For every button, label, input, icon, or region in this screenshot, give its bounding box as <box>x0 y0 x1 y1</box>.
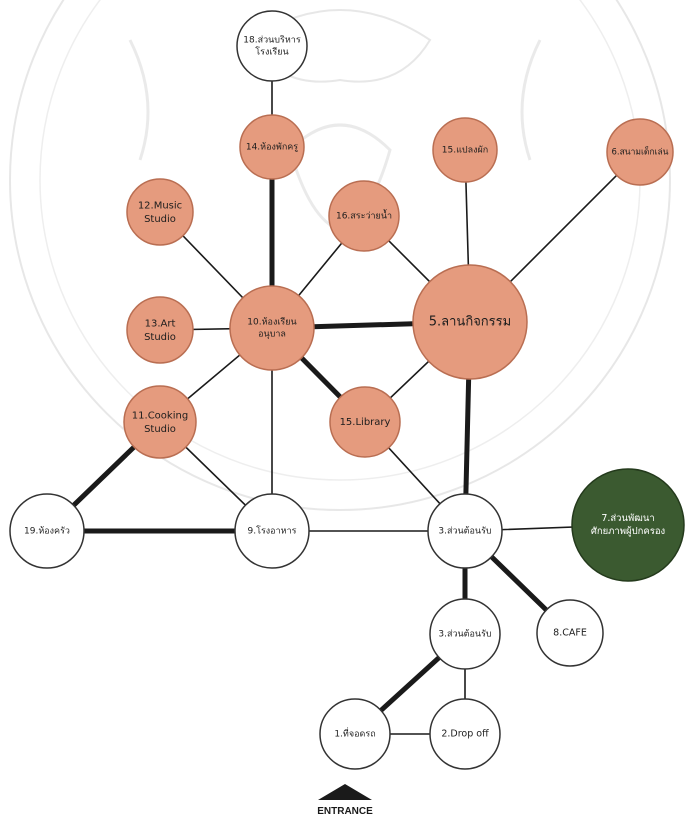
node-n9: 9.โรงอาหาร <box>234 493 310 569</box>
node-circle-n12 <box>126 178 194 246</box>
node-circle-n3a <box>427 493 503 569</box>
node-n15a: 15.แปลงผัก <box>432 117 498 183</box>
node-circle-n13 <box>126 296 194 364</box>
node-circle-n9 <box>234 493 310 569</box>
node-n5: 5.ลานกิจกรรม <box>412 264 528 380</box>
entrance-arrow-icon <box>318 784 372 800</box>
node-label-n2-0: 2.Drop off <box>441 729 489 740</box>
node-circle-n19 <box>9 493 85 569</box>
node-n2: 2.Drop off <box>429 698 501 770</box>
node-label-n7-0: 7.ส่วนพัฒนา <box>601 513 654 524</box>
node-label-n14-0: 14.ห้องพักครู <box>246 142 298 153</box>
node-label-n11-0: 11.Cooking <box>132 410 188 421</box>
node-circle-n14 <box>239 114 305 180</box>
node-label-n11-1: Studio <box>144 424 176 435</box>
node-label-n3b-0: 3.ส่วนต้อนรับ <box>438 629 492 640</box>
node-label-n16s-0: 16.สระว่ายน้ำ <box>336 209 392 222</box>
node-label-n12-1: Studio <box>144 214 176 225</box>
node-label-n8-0: 8.CAFE <box>553 628 587 639</box>
node-circle-n7 <box>571 468 685 582</box>
node-n1: 1.ที่จอดรถ <box>319 698 391 770</box>
node-label-n19-0: 19.ห้องครัว <box>24 526 70 537</box>
node-label-n15l-0: 15.Library <box>340 417 391 428</box>
node-circle-n5 <box>412 264 528 380</box>
node-label-n1-0: 1.ที่จอดรถ <box>334 727 375 740</box>
node-circle-n18 <box>236 10 308 82</box>
node-label-n12-0: 12.Music <box>138 200 182 211</box>
node-n19: 19.ห้องครัว <box>9 493 85 569</box>
entrance-label: ENTRANCE <box>317 806 373 817</box>
node-label-n3a-0: 3.ส่วนต้อนรับ <box>438 526 492 537</box>
node-n3b: 3.ส่วนต้อนรับ <box>429 598 501 670</box>
node-label-n18-0: 18.ส่วนบริหาร <box>243 34 301 45</box>
node-n14: 14.ห้องพักครู <box>239 114 305 180</box>
node-label-n18-1: โรงเรียน <box>255 47 288 58</box>
node-circle-n11 <box>123 385 197 459</box>
node-n8: 8.CAFE <box>536 599 604 667</box>
node-label-n13-1: Studio <box>144 332 176 343</box>
entrance-marker: ENTRANCE <box>317 784 373 817</box>
node-label-n5-0: 5.ลานกิจกรรม <box>429 315 511 330</box>
node-label-n15a-0: 15.แปลงผัก <box>442 146 488 156</box>
node-circle-n15a <box>432 117 498 183</box>
university-seal-watermark <box>9 0 671 511</box>
node-label-n10-1: อนุบาล <box>258 330 286 340</box>
node-label-n13-0: 13.Art <box>145 318 176 329</box>
node-label-n9-0: 9.โรงอาหาร <box>248 526 297 537</box>
node-label-n7-1: ศักยภาพผู้ปกครอง <box>591 526 665 537</box>
node-circle-n2 <box>429 698 501 770</box>
node-circle-n16s <box>328 180 400 252</box>
node-n15l: 15.Library <box>329 386 401 458</box>
node-circle-n6 <box>606 118 674 186</box>
node-circle-n10 <box>229 285 315 371</box>
node-circle-n8 <box>536 599 604 667</box>
node-label-n6-0: 6.สนามเด็กเล่น <box>612 146 669 158</box>
node-n6: 6.สนามเด็กเล่น <box>606 118 674 186</box>
node-n16s: 16.สระว่ายน้ำ <box>328 180 400 252</box>
node-label-n10-0: 10.ห้องเรียน <box>247 316 296 327</box>
node-circle-n1 <box>319 698 391 770</box>
node-circle-n3b <box>429 598 501 670</box>
node-circle-n15l <box>329 386 401 458</box>
node-n3a: 3.ส่วนต้อนรับ <box>427 493 503 569</box>
